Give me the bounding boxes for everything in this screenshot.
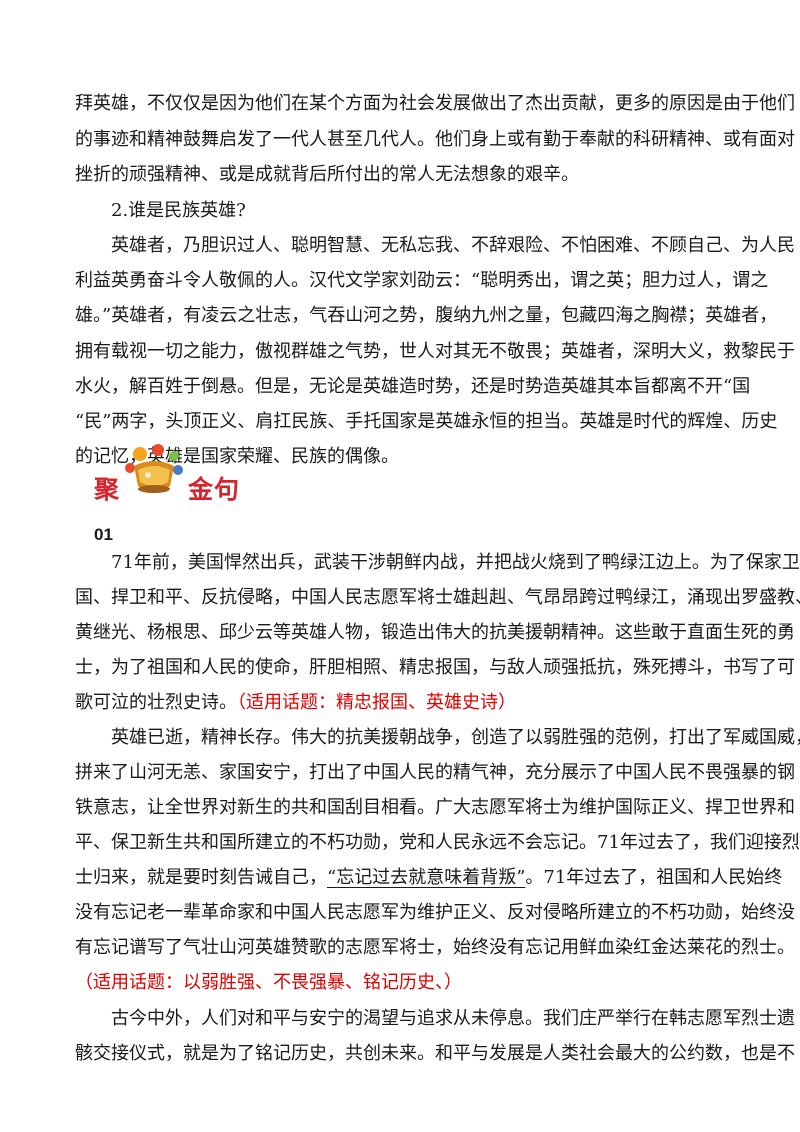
banner-text-2: 金句 [188,475,241,504]
banner-text-1: 聚 [94,475,121,504]
body-text: 歌可泣的壮烈史诗。 [75,692,237,713]
body-line: 71年前，美国悍然出兵，武装干涉朝鲜内战，并把战火烧到了鸭绿江边上。为了保家卫 [111,552,800,573]
quote-number: 01 [94,525,113,544]
intro-line: 拜英雄，不仅仅是因为他们在某个方面为社会发展做出了杰出贡献，更多的原因是由于他们 [75,93,795,114]
body-line: 古今中外，人们对和平与安宁的渴望与追求从未停息。我们庄严举行在韩志愿军烈士遗 [111,1008,795,1029]
topic-note: （适用话题：以弱胜强、不畏强暴、铭记历史、） [75,972,462,993]
body-line: 有忘记谱写了气壮山河英雄赞歌的志愿军将士，始终没有忘记用鲜血染红金达莱花的烈士。 [75,937,795,958]
intro-line: 挫折的顽强精神、或是成就背后所付出的常人无法想象的艰辛。 [75,164,579,185]
intro-line: 的事迹和精神鼓舞启发了一代人甚至几代人。他们身上或有勤于奉献的科研精神、或有面对 [75,129,795,150]
body-line: 士归来，就是要时刻告诫自己，“忘记过去就意味着背叛”。71年过去了，祖国和人民始… [75,867,782,889]
body-line: 拥有载视一切之能力，傲视群雄之气势，世人对其无不敬畏；英雄者，深明大义，救黎民于 [75,341,795,362]
body-line: “民”两字，头顶正义、肩扛民族、手托国家是英雄永恒的担当。英雄是时代的辉煌、历史 [75,411,778,432]
body-line: 国、捍卫和平、反抗侵略，中国人民志愿军将士雄赳赳、气昂昂跨过鸭绿江，涌现出罗盛教… [75,587,800,608]
body-line: 平、保卫新生共和国所建立的不朽功勋，党和人民永远不会忘记。71年过去了，我们迎接… [75,832,800,853]
body-text: 士归来，就是要时刻告诫自己， [75,867,327,888]
body-line: 铁意志，让全世界对新生的共和国刮目相看。广大志愿军将士为维护国际正义、捍卫世界和 [75,797,795,818]
body-line: 黄继光、杨根思、邱少云等英雄人物，锻造出伟大的抗美援朝精神。这些敢于直面生死的勇 [75,622,795,643]
body-line: 拼来了山河无恙、家国安宁，打出了中国人民的精气神，充分展示了中国人民不畏强暴的钢 [75,762,795,783]
body-line: 骸交接仪式，就是为了铭记历史，共创未来。和平与发展是人类社会最大的公约数，也是不 [75,1043,795,1064]
body-line: 利益英勇奋斗令人敬佩的人。汉代文学家刘劭云：“聪明秀出，谓之英；胆力过人，谓之 [75,270,769,291]
body-line: 歌可泣的壮烈史诗。（适用话题：精忠报国、英雄史诗） [75,692,735,714]
body-line: 雄。”英雄者，有凌云之壮志，气吞山河之势，腹纳九州之量，包藏四海之胸襟；英雄者， [75,305,778,326]
section-banner: 聚 金句 [94,442,294,504]
body-text: 。71年过去了，祖国和人民始终 [525,867,783,888]
body-line: 英雄者，乃胆识过人、聪明智慧、无私忘我、不辞艰险、不怕困难、不顾自己、为人民 [111,235,795,256]
body-line: 没有忘记老一辈革命家和中国人民志愿军为维护正义、反对侵略所建立的不朽功勋，始终没 [75,902,795,923]
body-line: 士，为了祖国和人民的使命，肝胆相照、精忠报国，与敌人顽强抵抗，殊死搏斗，书写了可 [75,657,795,678]
topic-note: （适用话题：精忠报国、英雄史诗） [237,692,516,713]
section-title: 2.谁是民族英雄? [111,200,246,221]
body-line: 水火，解百姓于倒悬。但是，无论是英雄造时势，还是时势造英雄其本旨都离不开“国 [75,376,751,397]
body-line: 英雄已逝，精神长存。伟大的抗美援朝战争，创造了以弱胜强的范例，打出了军威国威， [111,727,800,748]
underlined-quote: “忘记过去就意味着背叛” [327,867,526,888]
treasure-bowl-icon [125,444,183,493]
